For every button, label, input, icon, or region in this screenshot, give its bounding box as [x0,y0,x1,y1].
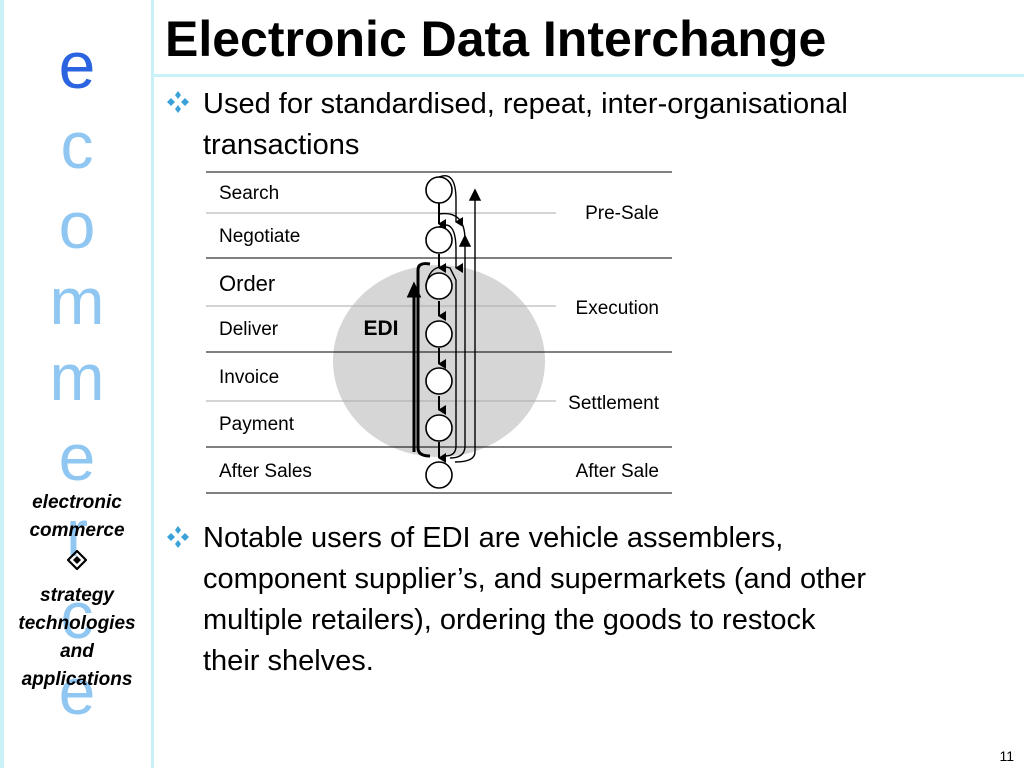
sidebar-caption-line: technologies [18,613,136,634]
diamond-icon [4,548,150,576]
sidebar-caption-line: electronic [32,492,122,513]
phase-label-pre-sale: Pre-Sale [585,203,659,224]
sidebar-caption-line: and [60,641,94,662]
sidebar-caption-line: commerce [29,520,125,541]
row-label-invoice: Invoice [219,367,279,388]
bullet-text-line: Notable users of EDI are vehicle assembl… [203,522,784,554]
sidebar-letter: e [58,420,96,494]
sidebar-letter: c [60,578,94,652]
phase-label-after-sale: After Sale [576,461,659,482]
sidebar-caption-line: strategy [40,585,114,606]
flow-node [425,461,453,489]
bullet-text-line: Used for standardised, repeat, inter-org… [203,88,848,120]
edi-bracket [406,262,431,458]
flow-node [425,226,453,254]
flow-node [425,320,453,348]
row-label-deliver: Deliver [219,319,279,340]
sidebar-border [0,0,4,768]
flow-node [425,176,453,204]
flow-node [425,414,453,442]
sidebar-letter: c [60,108,94,182]
sidebar-letter: e [58,28,96,102]
sidebar: e c o m m e r c e electronic commerce st… [0,0,154,768]
sidebar-caption-line: applications [21,669,133,690]
phase-label-settlement: Settlement [568,393,660,414]
bullet-text-line: their shelves. [203,645,374,677]
phase-label-execution: Execution [576,298,659,319]
edi-label: EDI [363,317,398,340]
sidebar-letter: m [49,340,105,414]
row-label-negotiate: Negotiate [219,226,300,247]
sidebar-letter: r [66,496,88,570]
title-divider [154,74,1024,77]
row-label-payment: Payment [219,414,295,435]
sidebar-letter: e [58,654,96,728]
bullet-text-line: transactions [203,129,360,161]
bullet-text-line: multiple retailers), ordering the goods … [203,604,816,636]
page-number: 11 [999,748,1014,764]
slide-title: Electronic Data Interchange [165,11,827,67]
row-label-search: Search [219,183,279,204]
sidebar-letter: m [49,264,105,338]
return-loops [425,175,482,463]
diamond-cluster-icon [165,524,191,557]
diamond-cluster-icon [165,89,191,122]
row-label-after-sales: After Sales [219,461,312,482]
sidebar-letter: o [58,188,96,262]
bullet-text-line: component supplier’s, and supermarkets (… [203,563,867,595]
flow-node [425,272,453,300]
row-label-order: Order [219,271,275,296]
flow-node [425,367,453,395]
